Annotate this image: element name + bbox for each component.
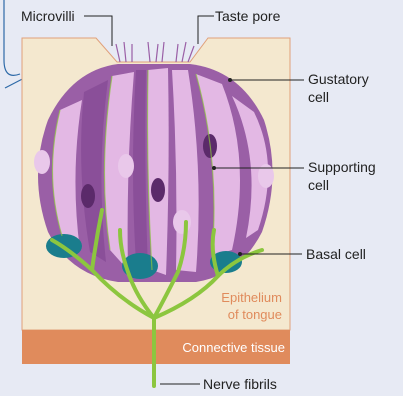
label-microvilli: Microvilli <box>21 8 75 24</box>
leader-dot-gustatory <box>228 78 232 82</box>
label-supporting-cell-line1: Supporting <box>308 159 376 175</box>
label-gustatory-cell-line2: cell <box>308 89 329 105</box>
label-taste-pore: Taste pore <box>215 8 281 24</box>
label-basal-cell: Basal cell <box>306 246 366 262</box>
cell-nucleus <box>151 178 165 202</box>
cell-nucleus <box>34 150 50 174</box>
cell-nucleus <box>173 210 191 234</box>
label-gustatory-cell-line1: Gustatory <box>308 71 369 87</box>
label-connective-tissue: Connective tissue <box>182 340 285 355</box>
cell-nucleus <box>81 184 95 208</box>
cell-nucleus <box>118 154 134 178</box>
leader-dot-supporting <box>212 166 216 170</box>
label-epithelium-line2: of tongue <box>228 307 282 322</box>
label-epithelium-line1: Epithelium <box>221 290 282 305</box>
leader-dot-basal <box>238 252 242 256</box>
label-nerve-fibrils: Nerve fibrils <box>203 376 277 392</box>
label-supporting-cell-line2: cell <box>308 177 329 193</box>
